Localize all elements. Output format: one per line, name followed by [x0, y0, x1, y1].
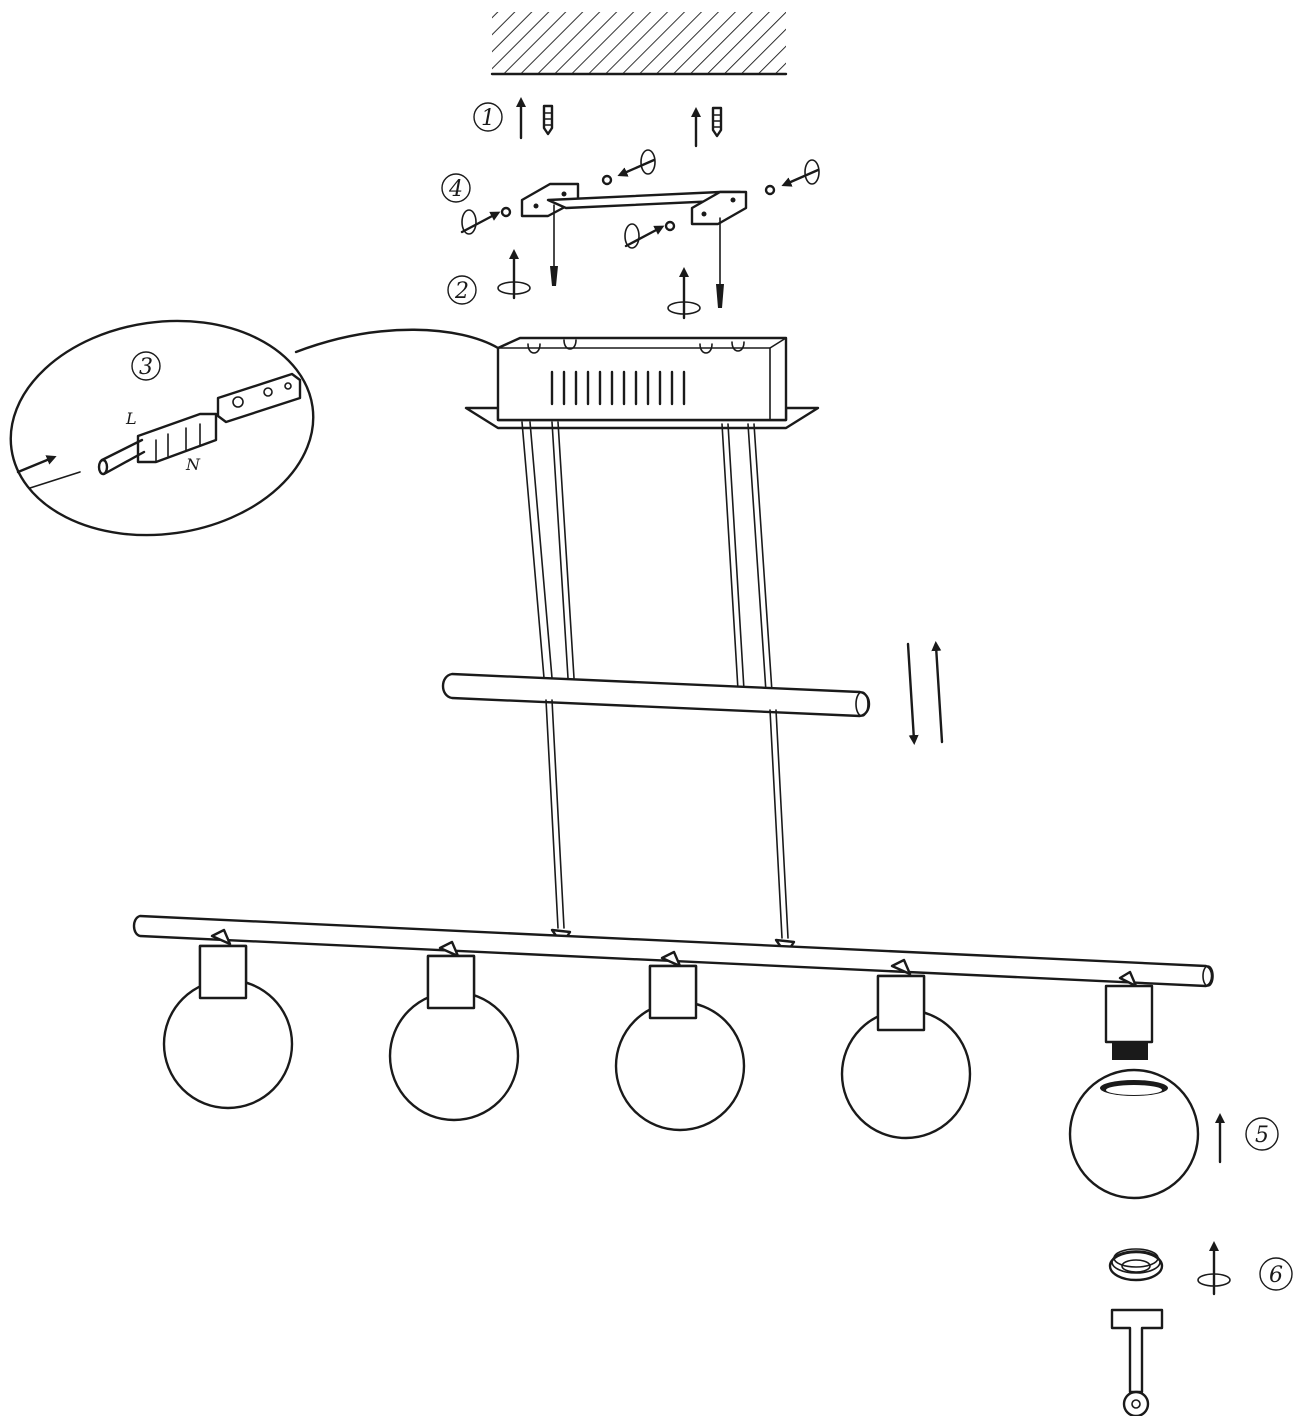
screwdriver-rotate-icon: [624, 220, 676, 249]
step-1-group: 1: [473, 97, 723, 148]
step-1-label: 1: [481, 106, 495, 131]
mounting-bracket: [520, 182, 748, 226]
wall-plug-icon: [711, 106, 723, 138]
canopy-vents: [550, 370, 686, 406]
step-3-label: 3: [139, 355, 153, 380]
wiring-callout: 3 L N: [9, 319, 500, 537]
screwdriver-rotate-icon: [460, 206, 512, 235]
mounting-clip: [216, 372, 302, 424]
lamp-shade-3: [614, 950, 746, 1132]
live-wire-label: L: [125, 409, 137, 428]
step-5-group: 5: [1068, 970, 1279, 1200]
screw-icon: [716, 217, 724, 308]
canopy: [464, 336, 820, 430]
threaded-ring: [1108, 1248, 1164, 1282]
terminal-block: [136, 412, 218, 464]
key-tool: [1110, 1308, 1164, 1416]
neutral-wire-label: N: [185, 455, 201, 474]
lamp-shade-1: [162, 928, 294, 1110]
screw-icon: [550, 204, 558, 286]
step-2-group: 2: [447, 204, 724, 320]
step-4-label: 4: [448, 177, 463, 202]
lamp-shade-4: [840, 958, 972, 1140]
suspension-wires-upper: [521, 421, 773, 693]
step-6-group: 6: [1108, 1241, 1293, 1416]
screwdriver-rotate-icon: [764, 159, 820, 196]
glass-shade: [1068, 1068, 1200, 1200]
ceiling: [490, 12, 788, 76]
step-4-group: 4: [441, 149, 820, 249]
wire-cable: [16, 438, 146, 489]
lamp-shade-2: [388, 940, 520, 1122]
up-down-arrows-icon: [906, 641, 944, 745]
rotate-arrow-icon: [1197, 1241, 1231, 1296]
step-5-label: 5: [1255, 1123, 1269, 1148]
lamp-socket: [1104, 970, 1154, 1060]
rotate-arrow-icon: [667, 267, 701, 320]
height-adjuster-bar: [441, 672, 871, 718]
suspension-wires-lower: [545, 699, 796, 956]
screwdriver-rotate-icon: [601, 149, 656, 186]
main-light-bar: [132, 914, 1214, 988]
step-2-label: 2: [454, 279, 469, 304]
wall-plug-icon: [542, 104, 554, 136]
rotate-arrow-icon: [497, 249, 531, 300]
step-6-label: 6: [1269, 1263, 1283, 1288]
